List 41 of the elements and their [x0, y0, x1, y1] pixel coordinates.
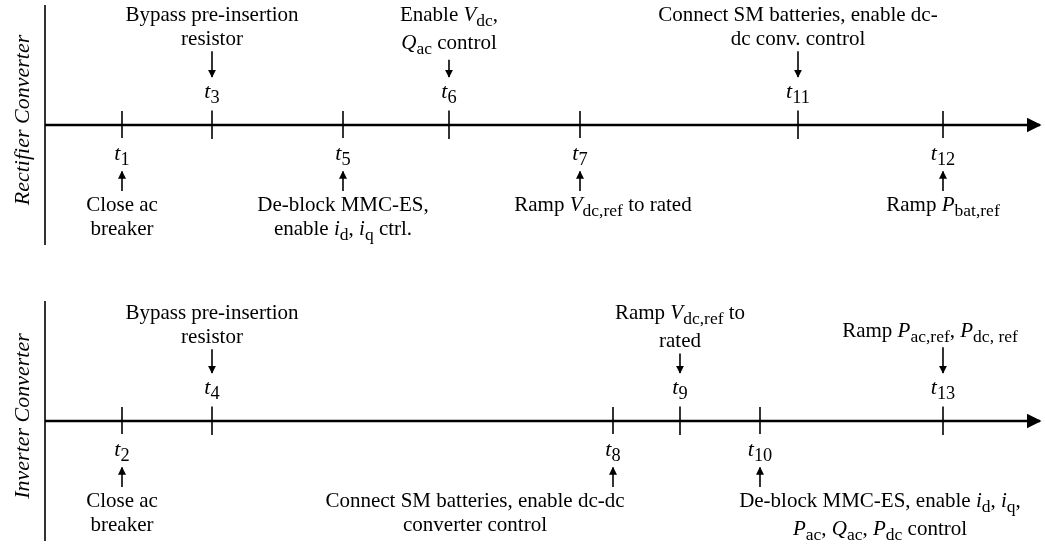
arrow [445, 58, 453, 78]
arrow [794, 50, 802, 78]
arrow [118, 466, 126, 488]
time-label: t$_{13}$ [930, 374, 956, 405]
time-label: t$_{6}$ [441, 78, 457, 109]
time-label: t$_{11}$ [786, 78, 810, 109]
time-label: t$_{8}$ [605, 436, 621, 467]
event-text: Connect SM batteries, enable dc-dc converter control [320, 488, 630, 537]
time-label: t$_{4}$ [204, 374, 220, 405]
event-text: Bypass pre-insertion resistor [97, 300, 327, 349]
event-text: Bypass pre-insertion resistor [97, 2, 327, 51]
event-text: Close ac breaker [67, 192, 177, 241]
arrow [576, 170, 584, 192]
time-label: t$_{2}$ [114, 436, 130, 467]
arrow [118, 170, 126, 192]
time-label: t$_{1}$ [114, 140, 130, 171]
event-text: Ramp V$_{dc,ref}$ to rated [610, 300, 750, 353]
time-label: t$_{5}$ [335, 140, 351, 171]
time-label: t$_{3}$ [204, 78, 220, 109]
time-label: t$_{9}$ [672, 374, 688, 405]
arrow [208, 348, 216, 374]
arrow [939, 346, 947, 374]
time-label: t$_{10}$ [747, 436, 773, 467]
event-text: Ramp V$_{dc,ref}$ to rated [473, 192, 733, 221]
arrow [339, 170, 347, 192]
event-text: Ramp P$_{bat,ref}$ [858, 192, 1028, 221]
event-text: Connect SM batteries, enable dc-dc conv. control [653, 2, 943, 51]
event-text: De-block MMC-ES, enable i$_{d}$, i$_{q}$ ctrl. [233, 192, 453, 245]
arrow [609, 466, 617, 488]
event-text: Close ac breaker [67, 488, 177, 537]
arrow [208, 50, 216, 78]
panel-label: Inverter Converter [8, 333, 35, 499]
arrow [756, 466, 764, 488]
event-text: Enable V$_{dc}$, Q$_{ac}$ control [384, 2, 514, 59]
arrow [676, 352, 684, 374]
arrow [939, 170, 947, 192]
event-text: De-block MMC-ES, enable i$_{d}$, i$_{q}$, P$_{ac}$, Q$_{ac}$, P$_{dc}$ control [725, 488, 1035, 545]
event-text: Ramp P$_{ac,ref}$, P$_{dc, ref}$ [815, 318, 1045, 347]
time-label: t$_{7}$ [572, 140, 588, 171]
time-label: t$_{12}$ [930, 140, 956, 171]
panel-label: Rectifier Converter [9, 34, 36, 206]
